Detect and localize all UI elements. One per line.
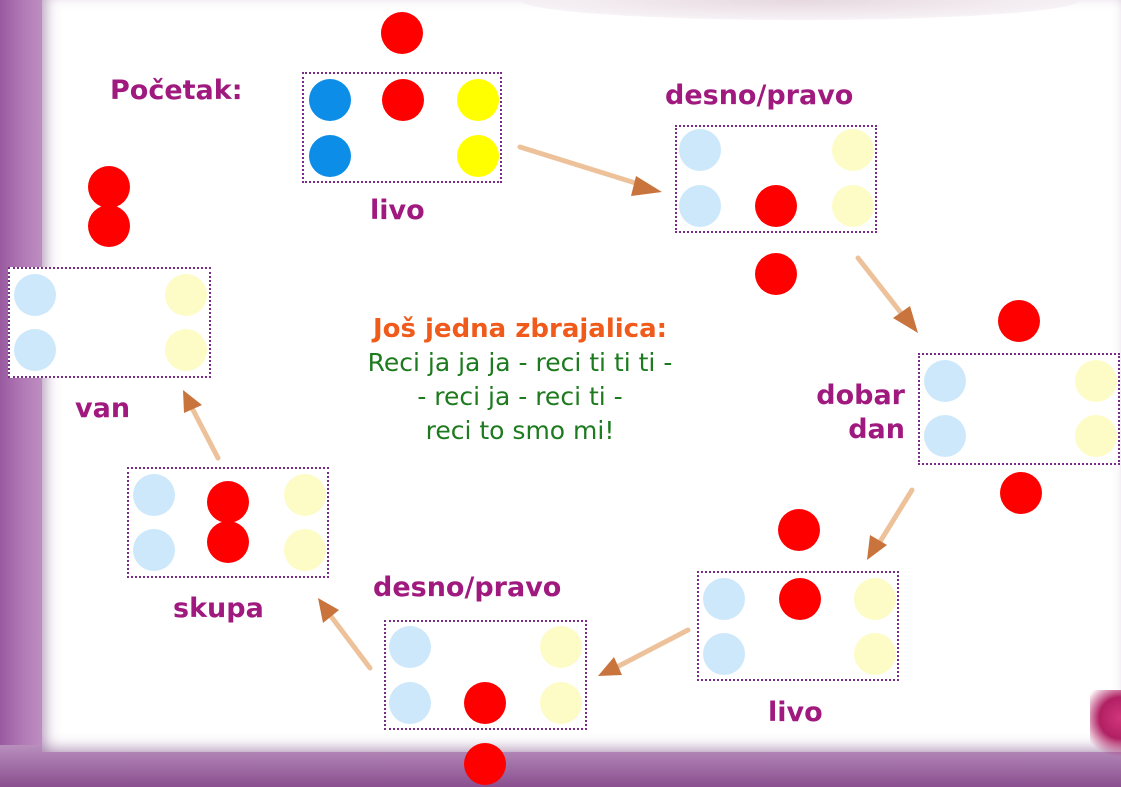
light-yellow-dot: [540, 626, 582, 668]
label-step3-line2: dan: [848, 414, 905, 445]
red-dot: [779, 578, 821, 620]
label-step1: livo: [370, 195, 425, 226]
light-blue-dot: [679, 129, 721, 171]
start-box: [302, 72, 502, 183]
yellow-dot: [457, 79, 499, 121]
yellow-dot: [457, 135, 499, 177]
bottom-border: [0, 745, 1121, 787]
red-dot: [755, 185, 797, 227]
red-dot: [755, 253, 797, 295]
label-start: Početak:: [110, 75, 243, 106]
red-dot: [88, 205, 130, 247]
corner-decoration: [1090, 690, 1121, 760]
light-blue-dot: [389, 682, 431, 724]
light-yellow-dot: [165, 274, 207, 316]
rhyme-block: Još jedna zbrajalica: Reci ja ja ja - re…: [300, 312, 740, 448]
light-blue-dot: [14, 274, 56, 316]
red-dot: [207, 481, 249, 523]
light-yellow-dot: [1075, 415, 1117, 457]
arrow-5: [318, 598, 373, 671]
label-step4: livo: [768, 697, 823, 728]
step3-box: [918, 353, 1120, 465]
rhyme-title: Još jedna zbrajalica:: [372, 314, 668, 344]
light-blue-dot: [389, 626, 431, 668]
light-blue-dot: [924, 415, 966, 457]
label-step5: desno/pravo: [373, 572, 562, 603]
rhyme-line: - reci ja - reci ti -: [417, 382, 623, 411]
step5-box: [384, 620, 587, 730]
label-step2: desno/pravo: [665, 80, 854, 111]
rhyme-line: reci to smo mi!: [425, 416, 615, 445]
light-yellow-dot: [165, 329, 207, 371]
light-blue-dot: [14, 329, 56, 371]
step2-box: [675, 125, 877, 233]
light-yellow-dot: [540, 682, 582, 724]
arrow-4: [598, 627, 691, 676]
light-yellow-dot: [284, 529, 326, 571]
light-blue-dot: [703, 633, 745, 675]
red-dot: [207, 521, 249, 563]
light-blue-dot: [133, 529, 175, 571]
light-yellow-dot: [832, 129, 874, 171]
rhyme-line: Reci ja ja ja - reci ti ti ti -: [367, 348, 673, 377]
red-dot: [382, 79, 424, 121]
light-yellow-dot: [832, 185, 874, 227]
arrow-6: [183, 390, 221, 461]
light-yellow-dot: [854, 633, 896, 675]
step6-box: [127, 467, 329, 578]
red-dot: [381, 12, 423, 54]
blue-dot: [309, 79, 351, 121]
red-dot: [778, 509, 820, 551]
light-blue-dot: [924, 360, 966, 402]
top-decoration: [520, 0, 1080, 20]
label-step6: skupa: [173, 593, 264, 624]
light-blue-dot: [133, 474, 175, 516]
step4-box: [697, 571, 899, 681]
light-yellow-dot: [854, 578, 896, 620]
arrow-3: [867, 487, 915, 560]
label-step7: van: [75, 393, 131, 424]
light-blue-dot: [703, 578, 745, 620]
light-yellow-dot: [1075, 360, 1117, 402]
label-step3-line1: dobar: [816, 380, 905, 411]
step7-box: [8, 267, 211, 378]
red-dot: [1000, 472, 1042, 514]
red-dot: [464, 682, 506, 724]
arrow-1: [517, 144, 662, 196]
red-dot: [88, 166, 130, 208]
blue-dot: [309, 135, 351, 177]
light-yellow-dot: [284, 474, 326, 516]
red-dot: [464, 743, 506, 785]
arrow-2: [855, 255, 918, 333]
red-dot: [998, 300, 1040, 342]
light-blue-dot: [679, 185, 721, 227]
